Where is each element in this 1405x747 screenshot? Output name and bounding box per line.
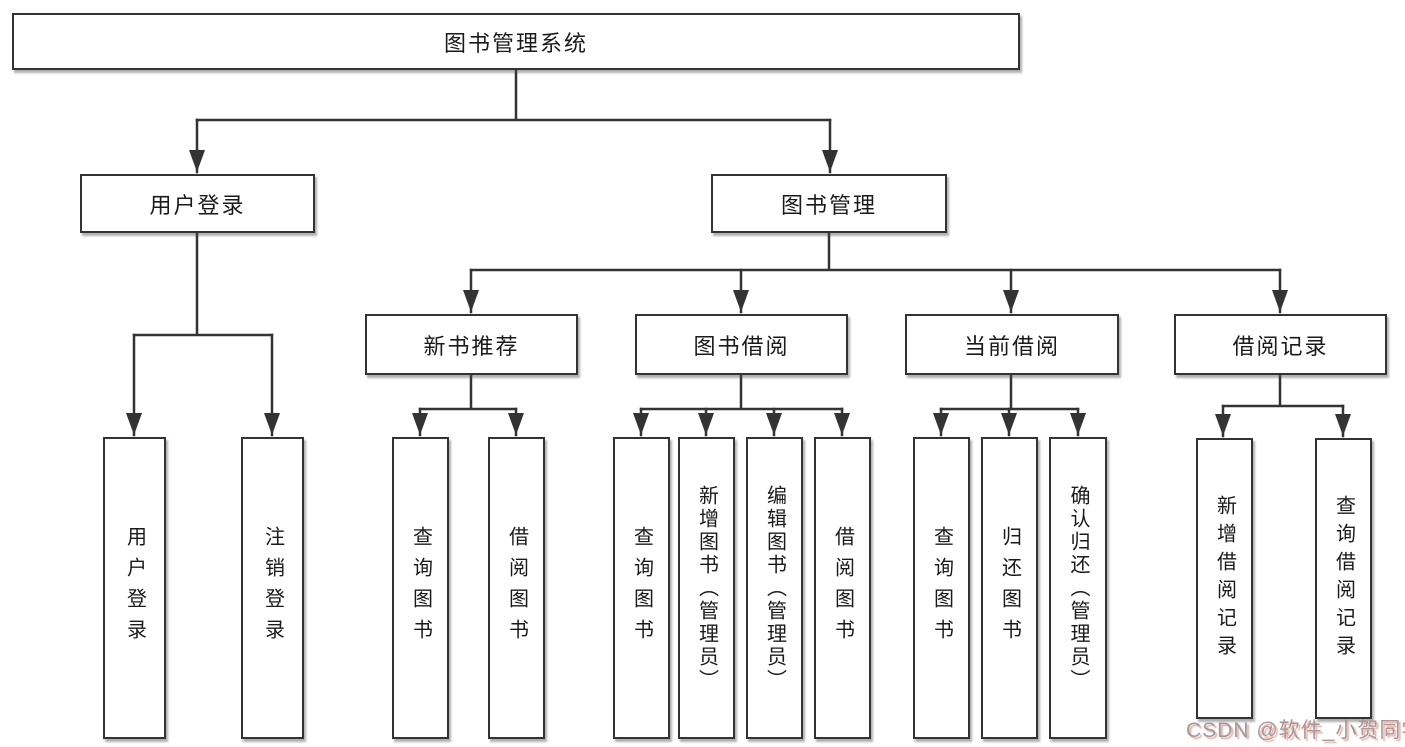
leaf-query-books-borrow: 查询图书 [613,437,670,739]
node-label: 借阅记录 [1232,333,1329,359]
node-label: 用户登录 [149,192,246,218]
node-label: 查询图书 [409,526,432,650]
node-label: 归还图书 [998,526,1021,650]
leaf-return-books: 归还图书 [981,437,1038,739]
leaf-query-books-current: 查询图书 [913,437,970,739]
node-label: 借阅图书 [505,526,528,650]
node-label: 编辑图书（管理员） [763,484,786,692]
node-book-management: 图书管理 [711,174,947,233]
node-book-borrow: 图书借阅 [635,314,848,375]
leaf-borrow-books-recommend: 借阅图书 [488,437,545,739]
connector-borrow-records [1221,373,1345,408]
node-label: 查询图书 [930,526,953,650]
node-label: 新增借阅记录 [1213,494,1236,663]
connector-new-book-recommend [418,373,518,411]
node-borrow-records: 借阅记录 [1174,314,1387,375]
node-label: 借阅图书 [831,526,854,650]
node-new-book-recommend: 新书推荐 [365,314,578,375]
leaf-logout: 注销登录 [241,437,304,739]
connector-root [195,68,832,122]
node-label: 图书管理 [780,192,877,218]
connector-book-borrow [639,373,844,411]
leaf-confirm-return-admin: 确认归还（管理员） [1049,437,1107,739]
node-current-borrow: 当前借阅 [905,314,1119,375]
node-label: 当前借阅 [963,333,1060,359]
connector-current-borrow [939,373,1080,411]
node-label: 新书推荐 [423,333,520,359]
connector-book-management [469,231,1282,272]
node-user-login: 用户登录 [80,174,315,233]
leaf-edit-books-admin: 编辑图书（管理员） [746,437,803,739]
node-label: 注销登录 [261,526,284,650]
node-label: 用户登录 [123,526,146,650]
node-root: 图书管理系统 [12,13,1020,70]
leaf-query-books-recommend: 查询图书 [392,437,449,739]
node-label: 查询借阅记录 [1332,494,1355,663]
leaf-borrow-books: 借阅图书 [814,437,871,739]
node-label: 确认归还（管理员） [1067,484,1089,692]
leaf-user-login: 用户登录 [103,437,166,739]
node-label: 图书借阅 [693,333,790,359]
node-label: 图书管理系统 [443,30,588,56]
leaf-add-borrow-record: 新增借阅记录 [1196,438,1253,719]
connector-user-login [132,231,274,337]
leaf-query-borrow-record: 查询借阅记录 [1315,438,1372,719]
node-label: 新增图书（管理员） [695,484,718,692]
node-label: 查询图书 [630,526,653,650]
leaf-add-books-admin: 新增图书（管理员） [678,437,735,739]
watermark: CSDN @软件_小贺同学 [1186,719,1405,742]
